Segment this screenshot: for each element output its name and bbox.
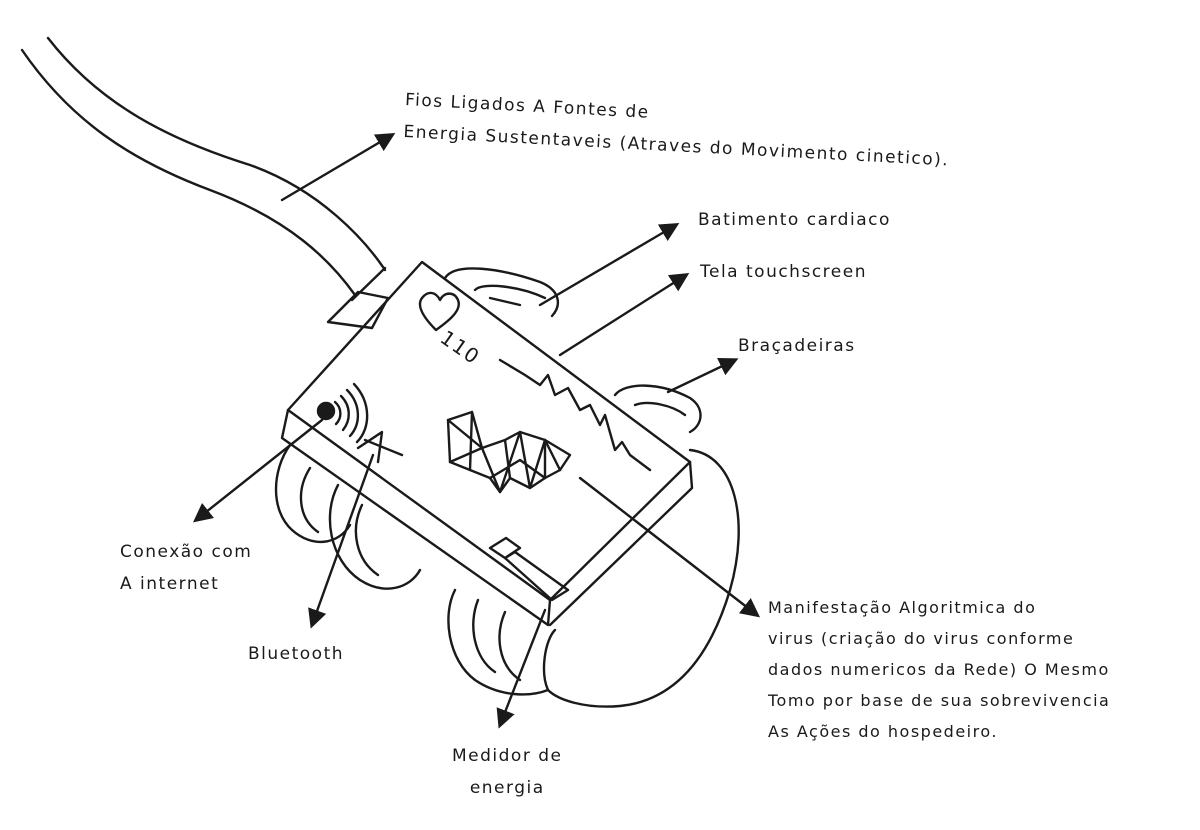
bluetooth-icon (356, 430, 404, 464)
virus-annotation: Manifestação Algoritmica do virus (criaç… (768, 592, 1110, 747)
left-bracelet (274, 443, 422, 590)
touchscreen-annotation: Tela touchscreen (700, 262, 867, 282)
power-cable (20, 36, 390, 330)
right-bracelet (447, 448, 740, 708)
internet-line-1: Conexão com (120, 542, 253, 562)
energy-meter-icon (488, 536, 570, 602)
bluetooth-annotation: Bluetooth (248, 644, 345, 664)
bracelets-annotation: Braçadeiras (738, 336, 856, 356)
virus-line-5: As Ações do hospedeiro. (768, 722, 998, 741)
virus-line-1: Manifestação Algoritmica do (768, 598, 1037, 617)
virus-line-3: dados numericos da Rede) O Mesmo (768, 660, 1110, 679)
back-bracelet (443, 267, 702, 434)
heartbeat-wave (498, 358, 652, 472)
heartbeat-annotation: Batimento cardiaco (698, 210, 891, 230)
wifi-waves-icon (333, 382, 369, 444)
internet-line-2: A internet (120, 574, 220, 594)
heart-icon (418, 291, 460, 332)
internet-annotation: Conexão com A internet (120, 536, 252, 600)
screen-content (316, 291, 652, 602)
virus-line-2: virus (criação do virus conforme (768, 629, 1075, 648)
energy-line-1: Medidor de (452, 746, 563, 766)
internet-dot-icon (316, 401, 336, 421)
virus-line-4: Tomo por base de sua sobrevivencia (768, 691, 1111, 710)
leader-arrows (192, 133, 761, 729)
energy-meter-annotation: Medidor de energia (452, 740, 562, 804)
energy-line-2: energia (469, 778, 545, 798)
virus-mesh-icon (446, 410, 572, 494)
device-body (280, 260, 694, 627)
